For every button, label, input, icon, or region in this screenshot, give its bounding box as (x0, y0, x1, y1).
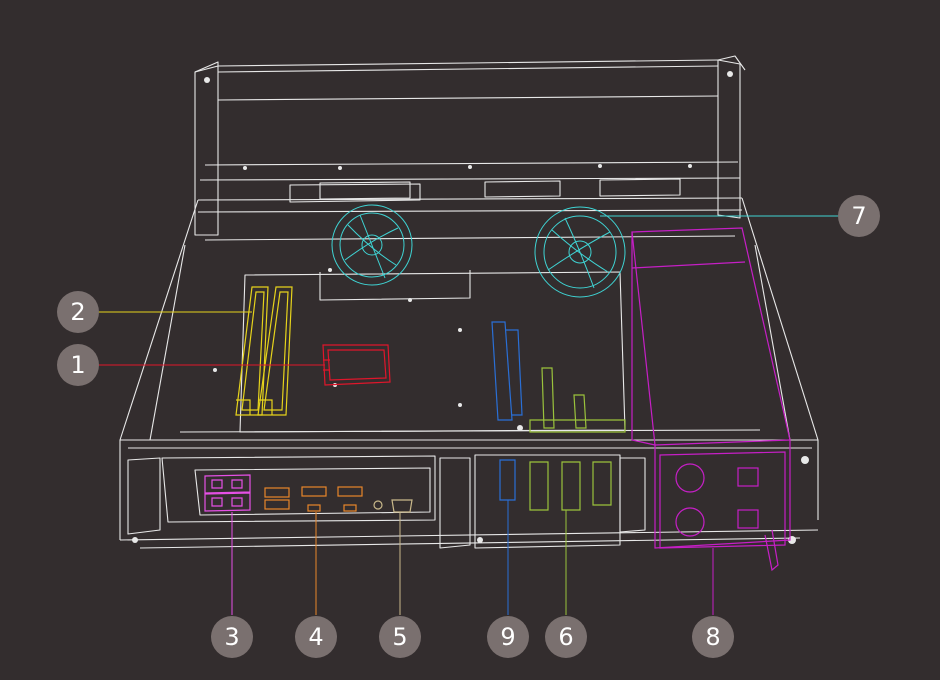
callout-5: 5 (379, 616, 421, 658)
cooling-fans (331, 204, 626, 298)
callout-bubbles: 1 2 3 4 5 6 7 8 (57, 195, 880, 658)
lan-ports (204, 474, 251, 512)
callout-8-label: 8 (705, 623, 720, 651)
leader-lines (98, 215, 838, 615)
ssd-module (322, 344, 391, 386)
callout-2: 2 (57, 291, 99, 333)
callout-7: 7 (838, 195, 880, 237)
power-supply (631, 227, 791, 572)
callout-9-label: 9 (500, 623, 515, 651)
chassis-screws (132, 71, 809, 544)
callout-1-label: 1 (70, 351, 85, 379)
usb-ports (264, 486, 363, 512)
callout-9: 9 (487, 616, 529, 658)
callout-7-label: 7 (851, 202, 866, 230)
callout-4-label: 4 (308, 623, 323, 651)
memory-slots (235, 286, 293, 416)
chassis-outline (119, 55, 819, 549)
pcie-slots (529, 367, 626, 511)
callout-5-label: 5 (392, 623, 407, 651)
callout-2-label: 2 (70, 298, 85, 326)
callout-6: 6 (545, 616, 587, 658)
callout-8: 8 (692, 616, 734, 658)
expansion-card (491, 321, 523, 501)
callout-1: 1 (57, 344, 99, 386)
callout-6-label: 6 (558, 623, 573, 651)
callout-4: 4 (295, 616, 337, 658)
callout-3-label: 3 (224, 623, 239, 651)
callout-3: 3 (211, 616, 253, 658)
hdmi-port (373, 499, 413, 513)
